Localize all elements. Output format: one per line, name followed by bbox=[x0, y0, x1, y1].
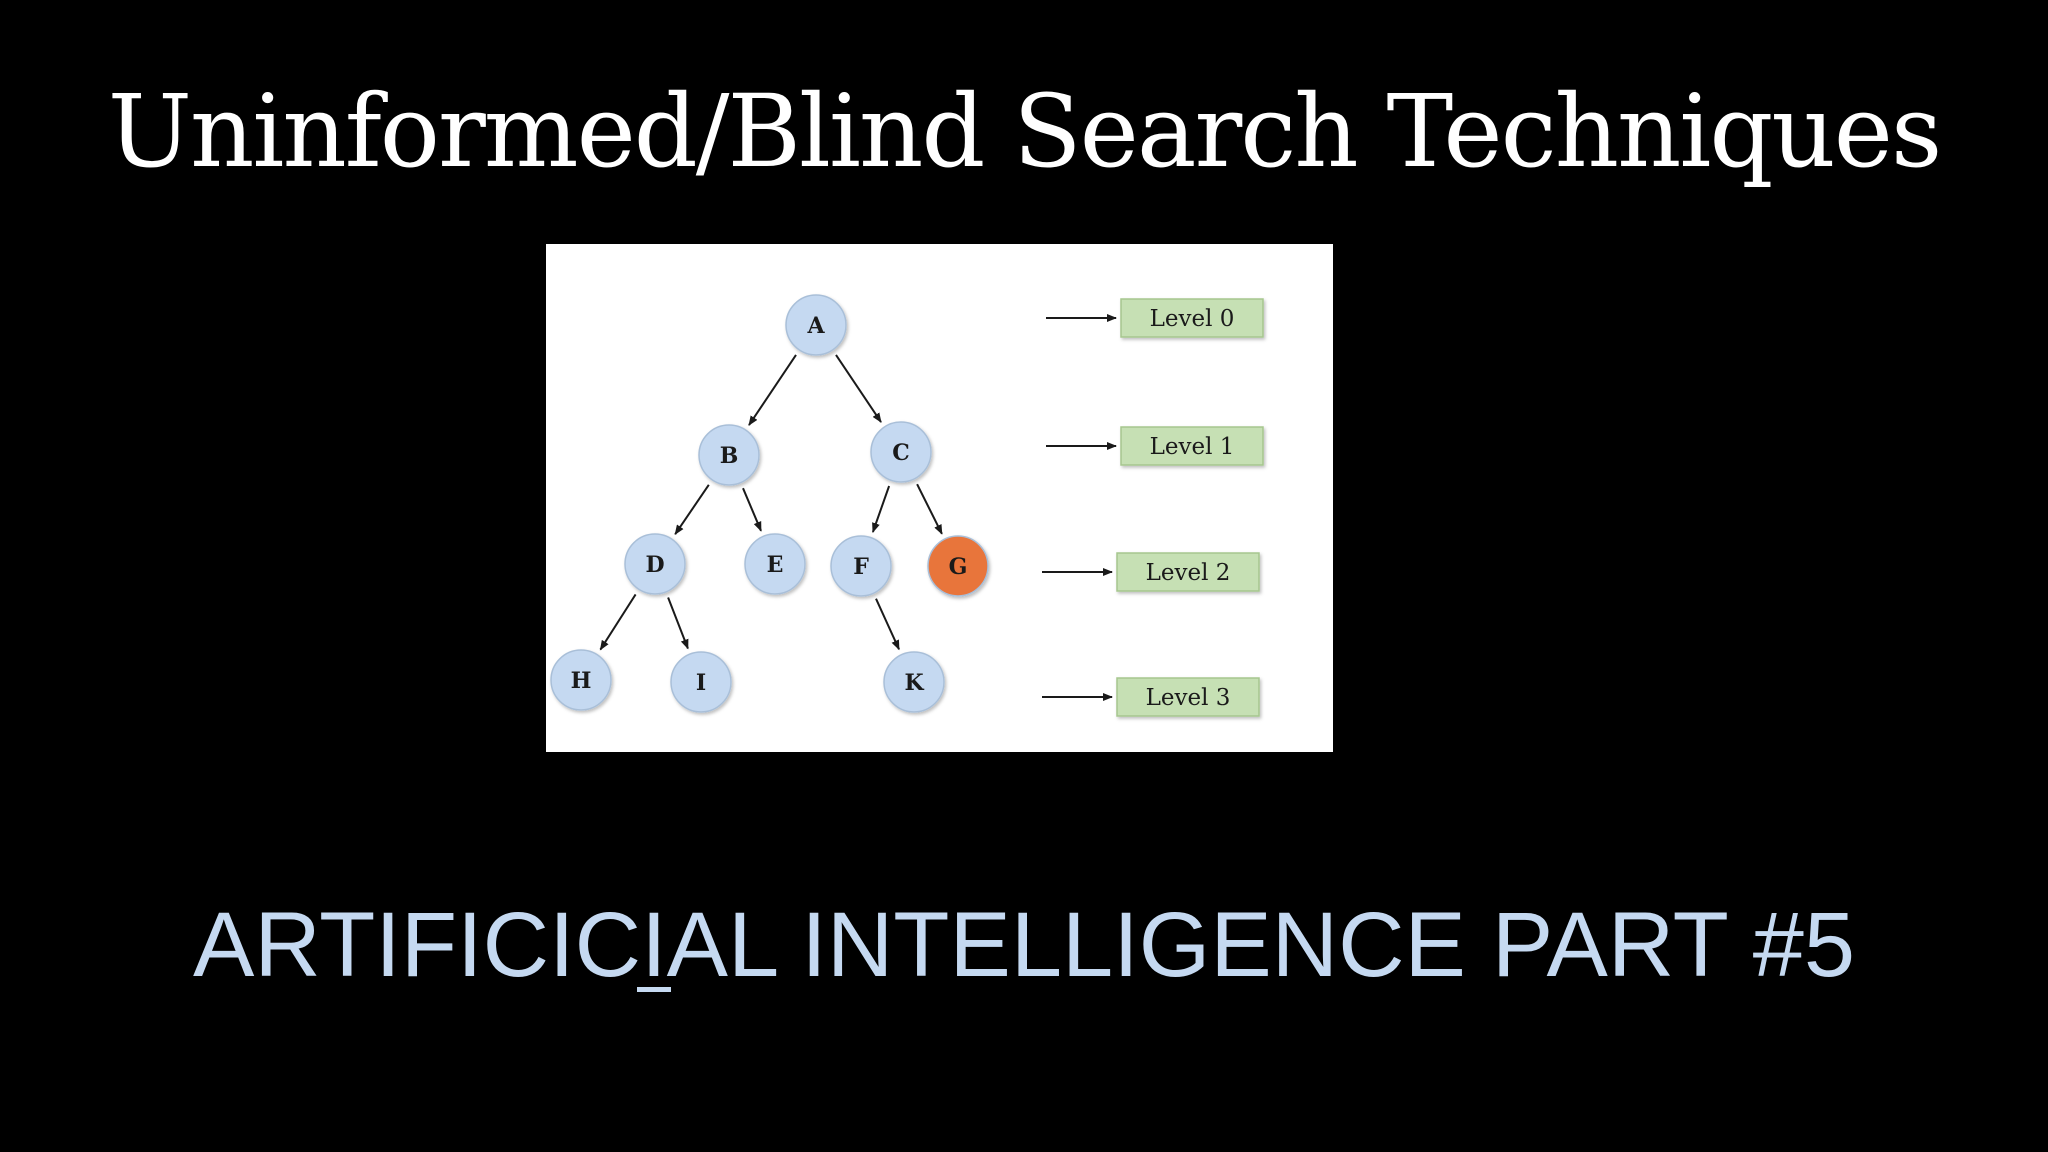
subtitle-part-2: AL INTELLIGENCE bbox=[666, 894, 1466, 996]
node-label: G bbox=[949, 554, 968, 580]
subtitle-part-1: ARTIFICIC bbox=[192, 894, 642, 996]
subtitle-underlined-letter: I bbox=[637, 890, 671, 1000]
search-tree-diagram: A B C D E F G H I K Level 0 Level 1 Level 2 Level 3 bbox=[550, 294, 1264, 717]
level-box bbox=[1116, 552, 1260, 592]
edge-d-i bbox=[667, 597, 689, 650]
node-label: H bbox=[571, 668, 592, 694]
tree-node-d: D bbox=[624, 533, 686, 595]
level-box bbox=[1116, 677, 1260, 717]
edge-f-k bbox=[875, 598, 900, 651]
tree-node-h: H bbox=[550, 649, 612, 711]
node-circle bbox=[883, 651, 945, 713]
slide-title: Uninformed/Blind Search Techniques bbox=[107, 73, 1943, 190]
node-label: B bbox=[720, 443, 739, 469]
level-box bbox=[1120, 298, 1264, 338]
edge-b-d bbox=[674, 484, 710, 536]
node-circle bbox=[698, 424, 760, 486]
level-1-indicator: Level 1 bbox=[1046, 426, 1264, 466]
subtitle-part-3: PART #5 bbox=[1491, 894, 1856, 996]
tree-node-a: A bbox=[785, 294, 847, 356]
node-circle bbox=[870, 421, 932, 483]
node-circle bbox=[785, 294, 847, 356]
level-label: Level 3 bbox=[1146, 685, 1231, 711]
level-2-indicator: Level 2 bbox=[1042, 552, 1260, 592]
node-circle bbox=[624, 533, 686, 595]
edge-c-g bbox=[916, 483, 943, 535]
edges-layer bbox=[599, 354, 943, 651]
edge-c-f bbox=[871, 485, 891, 533]
node-circle bbox=[830, 535, 892, 597]
node-label: K bbox=[904, 670, 924, 696]
levels-layer: Level 0 Level 1 Level 2 Level 3 bbox=[1042, 298, 1264, 717]
level-label: Level 2 bbox=[1146, 560, 1231, 586]
node-label: E bbox=[767, 552, 784, 578]
node-circle bbox=[744, 533, 806, 595]
level-box bbox=[1120, 426, 1264, 466]
search-tree-figure: A B C D E F G H I K Level 0 Level 1 Level 2 Level 3 bbox=[546, 244, 1333, 752]
tree-node-c: C bbox=[870, 421, 932, 483]
tree-node-f: F bbox=[830, 535, 892, 597]
nodes-layer: A B C D E F G H I K bbox=[550, 294, 989, 713]
node-label: I bbox=[696, 670, 706, 696]
tree-node-i: I bbox=[670, 651, 732, 713]
level-0-indicator: Level 0 bbox=[1046, 298, 1264, 338]
node-label: A bbox=[806, 313, 825, 339]
edge-a-c bbox=[835, 354, 882, 423]
level-3-indicator: Level 3 bbox=[1042, 677, 1260, 717]
tree-node-e: E bbox=[744, 533, 806, 595]
node-circle bbox=[670, 651, 732, 713]
edge-a-b bbox=[748, 354, 797, 426]
node-label: C bbox=[892, 440, 910, 466]
edge-d-h bbox=[599, 593, 637, 651]
edge-b-e bbox=[742, 487, 762, 532]
level-label: Level 0 bbox=[1150, 306, 1235, 332]
node-label: D bbox=[645, 552, 664, 578]
tree-node-g: G bbox=[927, 535, 989, 597]
tree-node-k: K bbox=[883, 651, 945, 713]
level-label: Level 1 bbox=[1150, 434, 1235, 460]
node-circle bbox=[550, 649, 612, 711]
tree-node-b: B bbox=[698, 424, 760, 486]
goal-node-circle bbox=[927, 535, 989, 597]
node-label: F bbox=[853, 554, 869, 580]
